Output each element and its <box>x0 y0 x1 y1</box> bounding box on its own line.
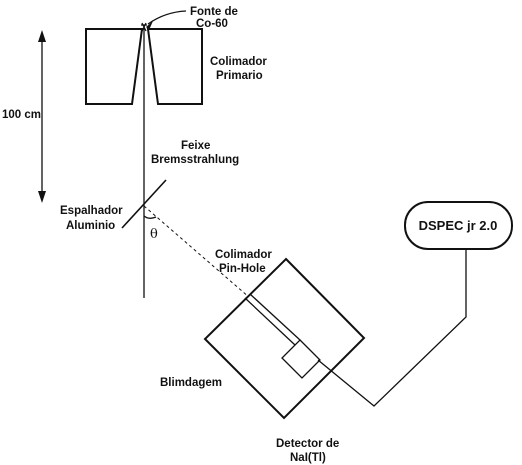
distance-label: 100 cm <box>2 109 41 121</box>
co60-source-marker <box>141 10 187 32</box>
scattered-beam-line <box>143 205 251 299</box>
theta-arc <box>143 215 157 219</box>
primary-collimator-right-block <box>146 28 203 105</box>
angle-label: θ <box>150 227 158 242</box>
scatterer-label-line1: Espalhador <box>60 205 123 217</box>
lead-shielding-block <box>203 257 366 420</box>
beam-label-line1: Feixe <box>181 140 210 152</box>
primary-collimator-label-line2: Primario <box>216 70 263 82</box>
pinhole-channel <box>244 293 301 346</box>
primary-collimator <box>85 28 203 105</box>
dspec-label: DSPEC jr 2.0 <box>419 218 498 233</box>
detector-cable <box>317 249 467 407</box>
primary-collimator-label-line1: Colimador <box>210 56 267 68</box>
pinhole-label-line2: Pin-Hole <box>219 263 266 275</box>
primary-collimator-left-block <box>85 28 144 105</box>
nai-detector-crystal <box>281 339 321 379</box>
detector-label-line2: NaI(Tl) <box>290 452 326 464</box>
beam-label-line2: Bremsstrahlung <box>151 154 239 166</box>
pinhole-label-line1: Colimador <box>215 249 272 261</box>
shielding-label: Blimdagem <box>160 377 222 389</box>
scatterer-label-line2: Aluminio <box>66 220 115 232</box>
source-label-line1: Fonte de <box>190 6 238 18</box>
source-label-line2: Co-60 <box>196 18 228 30</box>
detector-label-line1: Detector de <box>276 438 339 450</box>
aluminium-scatterer-plate <box>121 179 167 229</box>
distance-arrow <box>38 30 46 203</box>
source-pointer-arrow <box>147 10 187 25</box>
dspec-module-box <box>404 201 513 250</box>
